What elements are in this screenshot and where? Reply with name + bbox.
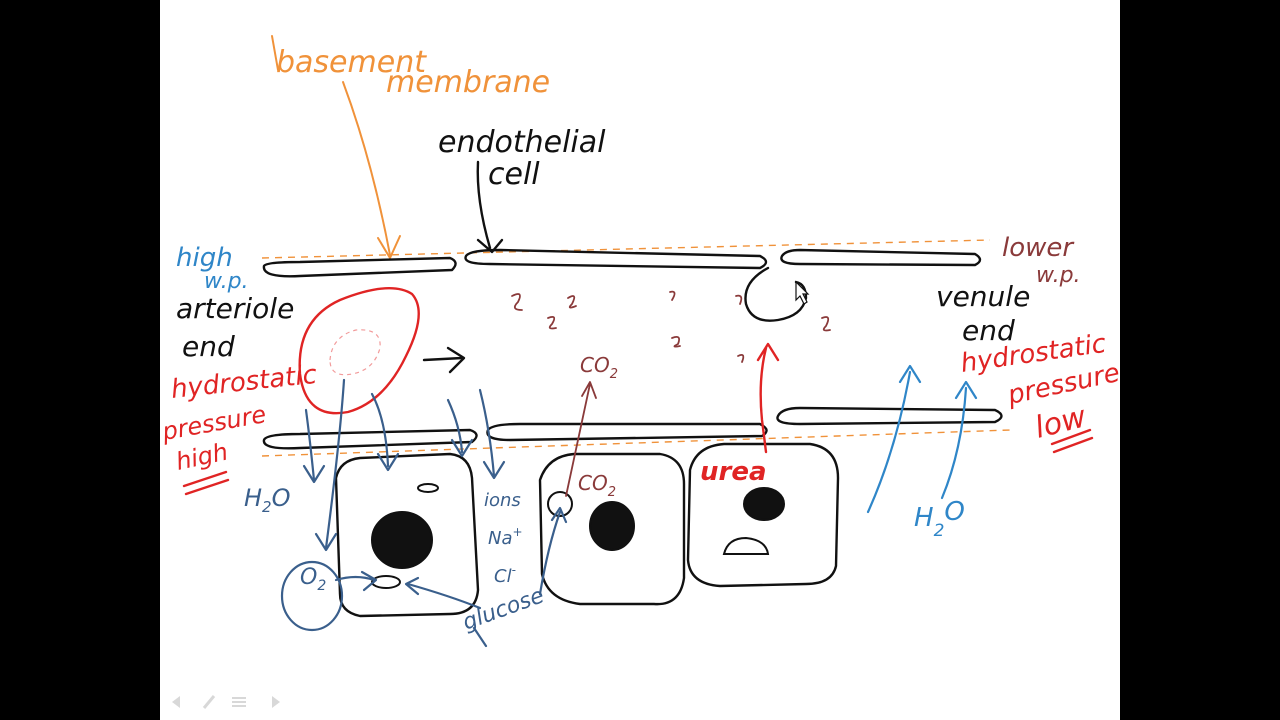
tissue-cell-2-mitochondrion <box>547 491 573 517</box>
urea-arrowhead <box>756 342 780 362</box>
upper-basement-membrane <box>261 239 991 259</box>
pen-icon[interactable] <box>202 695 216 709</box>
basement-cap-stroke <box>271 35 279 71</box>
high-underline <box>182 470 230 496</box>
filtration-arrow <box>304 408 316 482</box>
mouse-cursor-icon <box>795 280 810 305</box>
endothelial-pointer <box>476 160 492 250</box>
h2o-right-label: H2O <box>914 497 965 541</box>
menu-icon[interactable] <box>232 697 246 707</box>
tissue-cell-2 <box>538 452 686 606</box>
glucose-arrow-2 <box>538 510 562 596</box>
co2-arrow <box>565 383 591 497</box>
protein-squiggle <box>669 290 676 301</box>
tissue-cell-3 <box>686 442 840 588</box>
filtration-arrowhead <box>376 452 400 472</box>
co2-arrowhead <box>581 381 597 399</box>
basement-arrow <box>342 81 391 256</box>
venule-end-label: end <box>962 314 1015 347</box>
reabsorption-arrowhead-2 <box>954 380 978 400</box>
reabsorption-arrow-2 <box>940 386 968 500</box>
upper-endothelial-cell-3 <box>780 248 982 267</box>
filtration-arrowhead <box>302 464 326 484</box>
oxygen-arrow <box>334 575 376 582</box>
plasma-proteins <box>511 290 831 363</box>
lower-endothelial-cell-1 <box>262 428 478 450</box>
glucose-arrowhead-2 <box>550 506 568 524</box>
upper-endothelial-cell-1 <box>262 256 457 278</box>
basement-label: basement <box>276 45 427 80</box>
tissue-cell-1-organelle <box>417 483 439 493</box>
cell-label: cell <box>488 157 540 192</box>
glucose-arrow-1 <box>406 582 482 610</box>
filtration-arrowhead <box>314 532 338 552</box>
red-blood-cell-center <box>329 329 381 376</box>
arteriole-label: arteriole <box>176 292 294 325</box>
ions-label: ions <box>484 490 521 511</box>
arteriole-end-label: end <box>182 330 235 363</box>
h2o-left-label: H2O <box>244 484 290 516</box>
o2-label: O2 <box>300 565 326 594</box>
protein-squiggle <box>735 294 743 305</box>
presentation-toolbar[interactable] <box>172 695 280 709</box>
filtration-arrow <box>370 392 390 468</box>
endothelial-pointer-head <box>476 238 504 254</box>
high-wp-label: high <box>176 243 233 273</box>
flow-arrow <box>422 356 464 362</box>
lower-endothelial-cell-2 <box>486 422 768 442</box>
back-icon[interactable] <box>172 696 180 708</box>
reabsorption-arrow-1 <box>866 370 912 514</box>
whiteboard-canvas <box>160 0 1120 720</box>
filtration-arrow <box>446 398 464 454</box>
endothelial-label: endothelial <box>438 125 606 160</box>
flow-arrowhead <box>446 346 466 374</box>
venule-label: venule <box>936 280 1030 313</box>
urea-arrow <box>759 346 768 454</box>
urea-label: urea <box>700 457 767 487</box>
reabsorption-arrowhead-1 <box>898 364 922 384</box>
filtration-arrowhead <box>482 460 506 480</box>
protein-squiggle <box>737 353 745 363</box>
protein-squiggle <box>547 315 557 330</box>
red-blood-cell <box>298 287 420 415</box>
basement-arrowhead <box>377 235 401 259</box>
oxygen-arrowhead <box>360 570 378 592</box>
na-label: Na+ <box>488 525 523 549</box>
co2-lower-label: CO2 <box>578 471 616 500</box>
upper-endothelial-cell-2 <box>464 248 768 270</box>
tissue-cell-3-mitochondrion <box>722 536 770 555</box>
forward-icon[interactable] <box>272 696 280 708</box>
protein-squiggle <box>671 335 681 348</box>
co2-upper-label: CO2 <box>580 353 618 382</box>
wp-left-label: w.p. <box>204 269 249 294</box>
glucose-tail <box>472 626 488 648</box>
wp-right-label: w.p. <box>1036 263 1081 288</box>
protein-squiggle <box>511 293 523 311</box>
low-underline <box>1050 428 1094 454</box>
membrane-label: membrane <box>386 65 550 100</box>
protein-squiggle <box>821 316 831 332</box>
tissue-cell-1 <box>334 452 480 618</box>
protein-squiggle <box>567 295 577 309</box>
lower-label: lower <box>1002 233 1075 263</box>
lower-endothelial-cell-3 <box>776 406 1003 426</box>
glucose-arrowhead-1 <box>404 576 420 596</box>
cl-label: Cl- <box>494 563 516 587</box>
tissue-cell-2-nucleus <box>589 501 635 551</box>
filtration-arrow <box>324 378 346 550</box>
tissue-cell-3-nucleus <box>743 487 785 521</box>
tissue-cell-1-nucleus <box>371 511 433 569</box>
filtration-arrow <box>478 388 496 478</box>
filtration-arrows <box>302 378 506 552</box>
filtration-arrowhead <box>450 438 474 458</box>
oxygen-circle <box>280 560 344 632</box>
